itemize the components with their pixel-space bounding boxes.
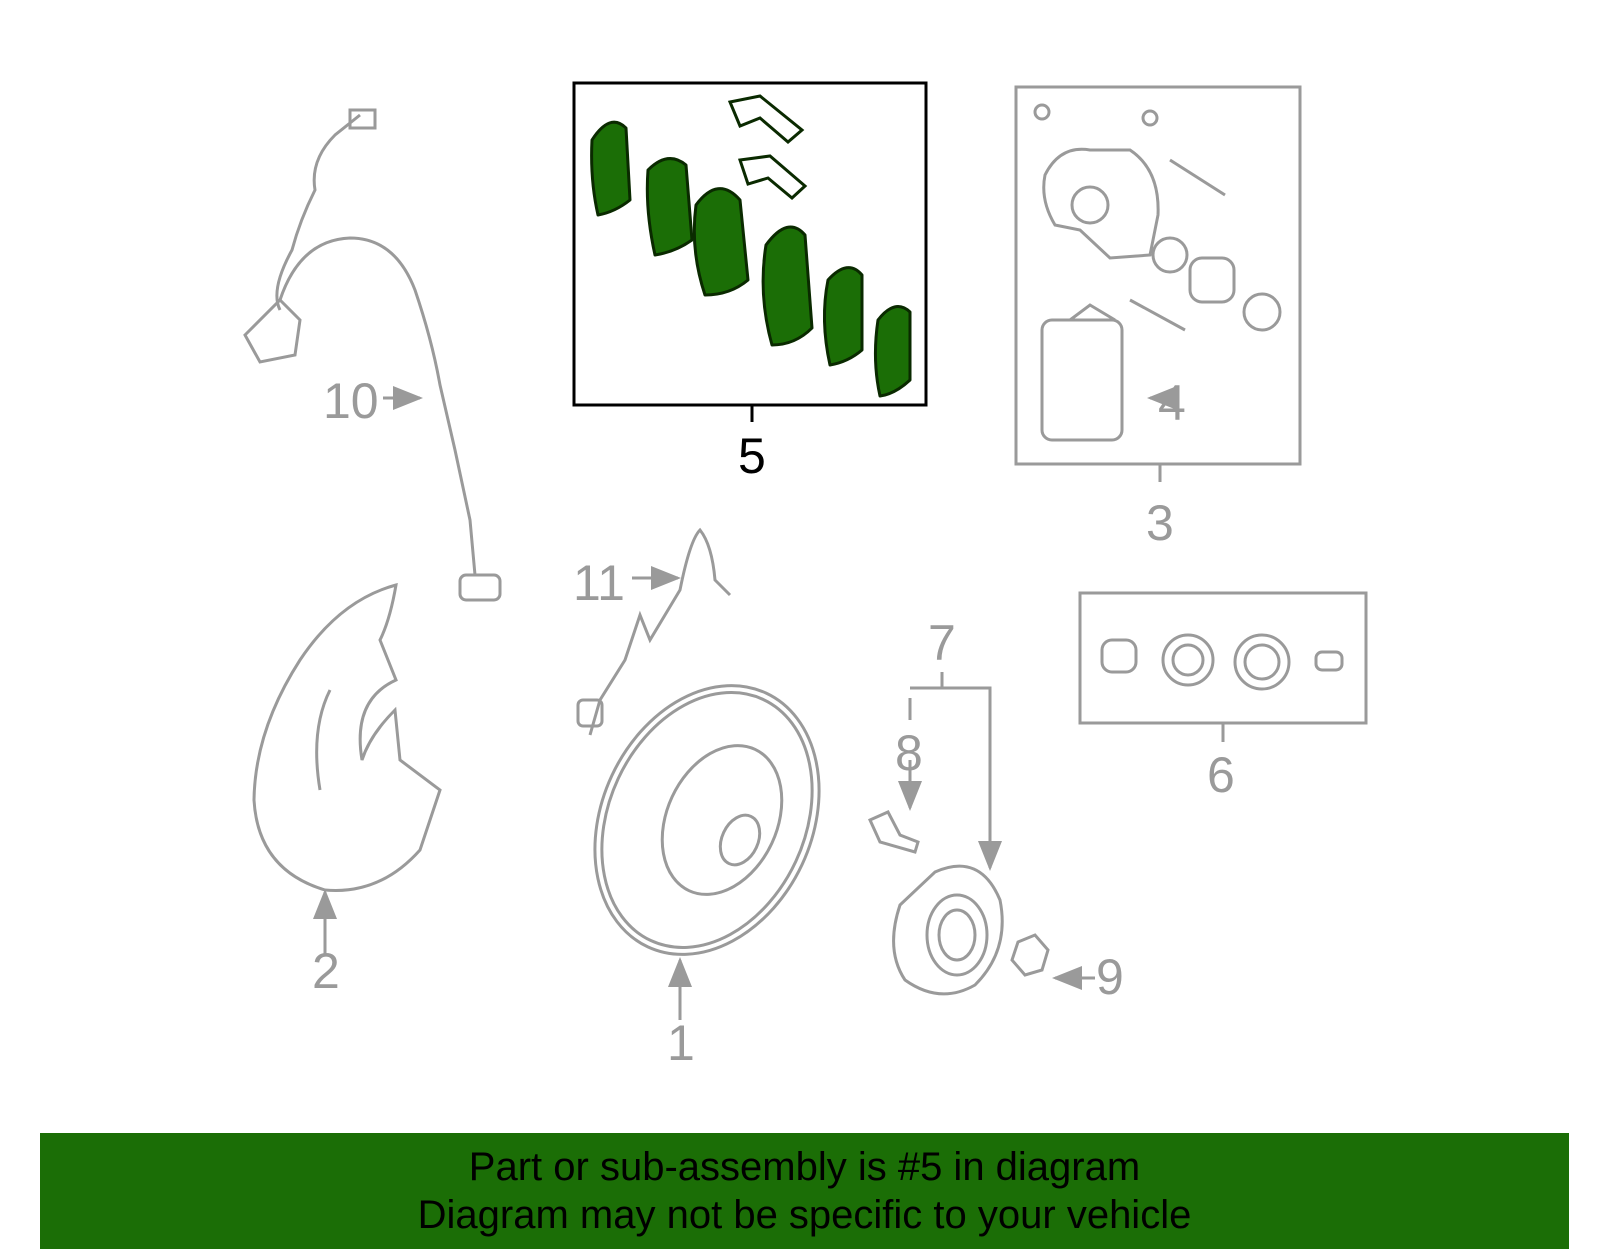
brake-rotor-center [718, 813, 762, 867]
abs-connector-10 [348, 108, 377, 130]
callout-7: 7 [928, 615, 956, 671]
info-banner: Part or sub-assembly is #5 in diagram Di… [40, 1133, 1569, 1249]
brake-pad-kit-box [572, 81, 928, 407]
wheel-stud-8 [868, 810, 920, 854]
caliper-boot [1242, 292, 1282, 332]
callout-11: 11 [573, 555, 625, 611]
caliper-body [1042, 147, 1160, 260]
seal-kit-seal-1 [1161, 633, 1215, 687]
callout-2: 2 [312, 943, 340, 999]
abs-bracket-10 [243, 297, 302, 364]
callout-4: 4 [1158, 375, 1186, 431]
abs-sensor-11-group[interactable] [576, 527, 732, 736]
abs-sensor-head-10 [458, 573, 502, 602]
caliper-seal [1151, 236, 1189, 274]
callout-1: 1 [667, 1015, 695, 1071]
hub-center [925, 893, 989, 977]
brake-rotor-hat [660, 744, 784, 896]
callout-3: 3 [1146, 495, 1174, 551]
caliper-bolt [1141, 109, 1159, 127]
brake-rotor-group[interactable] [553, 649, 862, 1020]
callout-9: 9 [1096, 949, 1124, 1005]
abs-sensor-10-group[interactable] [243, 108, 502, 602]
guide-pin-2 [1129, 298, 1186, 332]
abs-sensor-head-11 [576, 698, 604, 728]
callout-10: 10 [323, 373, 379, 429]
hub-flange [892, 864, 1004, 996]
brake-pad-5 [822, 266, 864, 367]
seal-kit-bushing [1100, 638, 1138, 674]
hub-assembly-group[interactable] [868, 672, 1095, 996]
pad-clip-2 [738, 154, 808, 200]
seal-kit-plug [1314, 650, 1344, 672]
banner-line-2: Diagram may not be specific to your vehi… [417, 1193, 1192, 1237]
brake-pad-3 [692, 187, 750, 297]
pad-clip-1 [727, 94, 805, 144]
caliper-assembly-box [1014, 85, 1302, 466]
caliper-bracket [1040, 318, 1124, 442]
seal-kit-box [1078, 591, 1368, 725]
seal-kit-group[interactable] [1078, 591, 1368, 742]
seal-kit-seal-2 [1233, 633, 1291, 691]
caliper-piston [1188, 256, 1236, 304]
hub-nut-9 [1010, 933, 1050, 977]
brake-pad-2 [645, 157, 694, 257]
brake-pad-4 [761, 225, 814, 347]
brake-pad-kit-group[interactable] [572, 81, 928, 422]
brake-rotor-outer [593, 684, 821, 956]
callout-6: 6 [1207, 747, 1235, 803]
splash-shield [252, 582, 442, 892]
abs-sensor-wire-11 [588, 527, 732, 736]
caliper-piston-bore [1070, 185, 1110, 225]
bleeder-screw [1033, 103, 1051, 121]
guide-pin-1 [1169, 158, 1226, 197]
abs-sensor-wire-10 [275, 113, 477, 576]
caliper-assembly-group[interactable] [1014, 85, 1302, 482]
callout-8: 8 [895, 725, 923, 781]
brake-pad-6 [873, 305, 912, 398]
brake-pad-1 [590, 120, 632, 217]
banner-line-1: Part or sub-assembly is #5 in diagram [468, 1145, 1141, 1189]
splash-shield-group[interactable] [252, 582, 442, 955]
callout-5: 5 [738, 428, 766, 484]
